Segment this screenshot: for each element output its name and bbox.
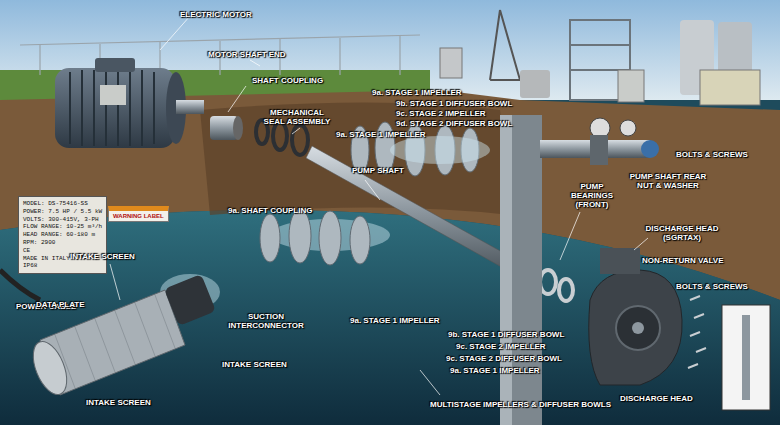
part-label: NON-RETURN VALVE bbox=[642, 256, 723, 265]
part-label: PUMP BEARINGS (FRONT) bbox=[566, 182, 618, 210]
water-splash bbox=[160, 136, 490, 310]
part-label: PUMP SHAFT REAR NUT & WASHER bbox=[628, 172, 708, 190]
plate-text: RPM: 2900 bbox=[23, 239, 102, 247]
part-label: 9a. STAGE 1 IMPELLER bbox=[372, 88, 462, 97]
part-label: 9c. STAGE 2 IMPELLER bbox=[396, 109, 486, 118]
plate-text: MODEL: DS-75416-SS bbox=[23, 200, 102, 208]
impellers-lower bbox=[260, 209, 370, 265]
water bbox=[0, 210, 780, 425]
part-label: 9b. STAGE 1 DIFFUSER BOWL bbox=[448, 330, 564, 339]
part-label: 9b. STAGE 1 DIFFUSER BOWL bbox=[396, 99, 512, 108]
part-label: INTAKE SCREEN bbox=[222, 360, 287, 369]
plate-text: HEAD RANGE: 60-180 m bbox=[23, 231, 102, 239]
part-label: INTAKE SCREEN bbox=[70, 252, 135, 261]
part-label: INTAKE SCREEN bbox=[86, 398, 151, 407]
industrial-plant bbox=[440, 10, 760, 105]
part-label: DATA PLATE bbox=[36, 300, 85, 309]
electric-motor bbox=[55, 58, 204, 148]
part-label: BOLTS & SCREWS bbox=[676, 282, 748, 291]
part-label: 9a. STAGE 1 IMPELLER bbox=[336, 130, 426, 139]
discharge-head bbox=[589, 248, 682, 385]
part-label: 9d. STAGE 2 DIFFUSER BOWL bbox=[396, 119, 512, 128]
data-plate: MODEL: DS-75416-SSPOWER: 7.5 HP / 5.5 kW… bbox=[18, 196, 107, 274]
part-label: MECHANICAL SEAL ASSEMBLY bbox=[262, 108, 332, 126]
intake-screen bbox=[27, 274, 217, 399]
part-label: 9a. STAGE 1 IMPELLER bbox=[450, 366, 540, 375]
plate-text: WARNING LABEL bbox=[113, 213, 164, 219]
part-label: MULTISTAGE IMPELLERS & DIFFUSER BOWLS bbox=[430, 400, 611, 409]
part-label: DISCHARGE HEAD bbox=[620, 394, 693, 403]
part-label: 9a. SHAFT COUPLING bbox=[228, 206, 312, 215]
power-cable bbox=[0, 270, 40, 300]
part-label: MOTOR SHAFT END bbox=[208, 50, 286, 59]
part-label: 9c. STAGE 2 IMPELLER bbox=[456, 342, 546, 351]
shaft-coupling bbox=[210, 116, 243, 140]
part-label: ELECTRIC MOTOR bbox=[180, 10, 252, 19]
bolts-screws bbox=[688, 296, 706, 368]
part-label: PUMP SHAFT bbox=[352, 166, 404, 175]
plate-text: POWER: 7.5 HP / 5.5 kW bbox=[23, 208, 102, 216]
inset-photo bbox=[722, 305, 770, 410]
part-label: SUCTION INTERCONNECTOR bbox=[226, 312, 306, 330]
part-label: BOLTS & SCREWS bbox=[676, 150, 748, 159]
warning-label: WARNING LABEL bbox=[108, 206, 169, 222]
leader-lines bbox=[110, 16, 648, 395]
part-label: 9a. STAGE 1 IMPELLER bbox=[350, 316, 440, 325]
part-label: 9c. STAGE 2 DIFFUSER BOWL bbox=[446, 354, 562, 363]
plate-text: IP68 bbox=[23, 262, 102, 270]
plate-text: FLOW RANGE: 10-25 m³/h bbox=[23, 223, 102, 231]
part-label: DISCHARGE HEAD (SGRTAX) bbox=[642, 224, 722, 242]
part-label: SHAFT COUPLING bbox=[252, 76, 323, 85]
plate-text: VOLTS: 300-415V, 3-PH bbox=[23, 216, 102, 224]
